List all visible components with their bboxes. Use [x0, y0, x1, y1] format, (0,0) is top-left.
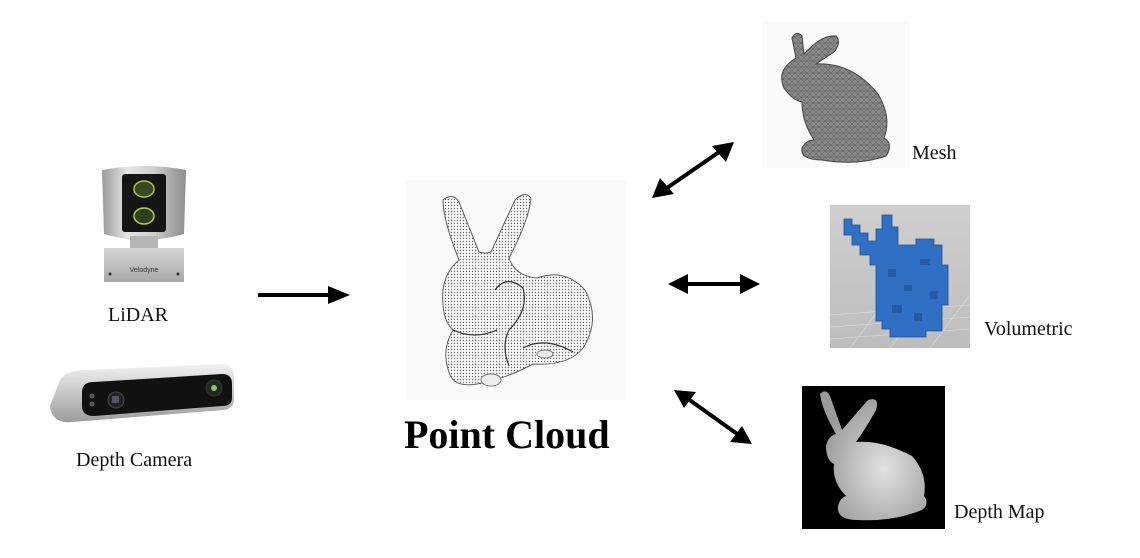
- bunny-depth-map-icon: [820, 391, 927, 521]
- volumetric-label: Volumetric: [984, 318, 1073, 340]
- mesh-image: [762, 22, 910, 168]
- double-arrow-icon: [652, 142, 734, 198]
- brand-logo: Velodyne: [130, 267, 159, 274]
- lidar-sensor-icon: Velodyne: [102, 166, 186, 282]
- lidar-sensor: Velodyne: [100, 164, 188, 284]
- bunny-point-cloud-icon: [442, 194, 594, 387]
- double-arrow-icon: [674, 390, 752, 444]
- arrow-point-cloud-mesh: [650, 138, 736, 202]
- depth-camera: [46, 362, 236, 424]
- depth-camera-label: Depth Camera: [76, 449, 193, 471]
- bunny-voxel-icon: [830, 214, 970, 348]
- mesh-label: Mesh: [912, 142, 957, 164]
- point-cloud-title: Point Cloud: [404, 412, 610, 457]
- point-cloud-image: [405, 180, 627, 400]
- arrow-sensors-to-point-cloud: [256, 284, 352, 306]
- depth-map-label: Depth Map: [954, 501, 1045, 523]
- arrow-right-icon: [258, 286, 350, 304]
- bunny-mesh-icon: [781, 32, 890, 163]
- lidar-label: LiDAR: [108, 304, 168, 326]
- depth-map-image: [802, 386, 945, 529]
- arrow-point-cloud-volumetric: [666, 272, 762, 296]
- double-arrow-icon: [668, 274, 760, 294]
- arrow-point-cloud-depth-map: [672, 388, 754, 446]
- depth-camera-icon: [50, 364, 234, 423]
- volumetric-image: [830, 205, 970, 348]
